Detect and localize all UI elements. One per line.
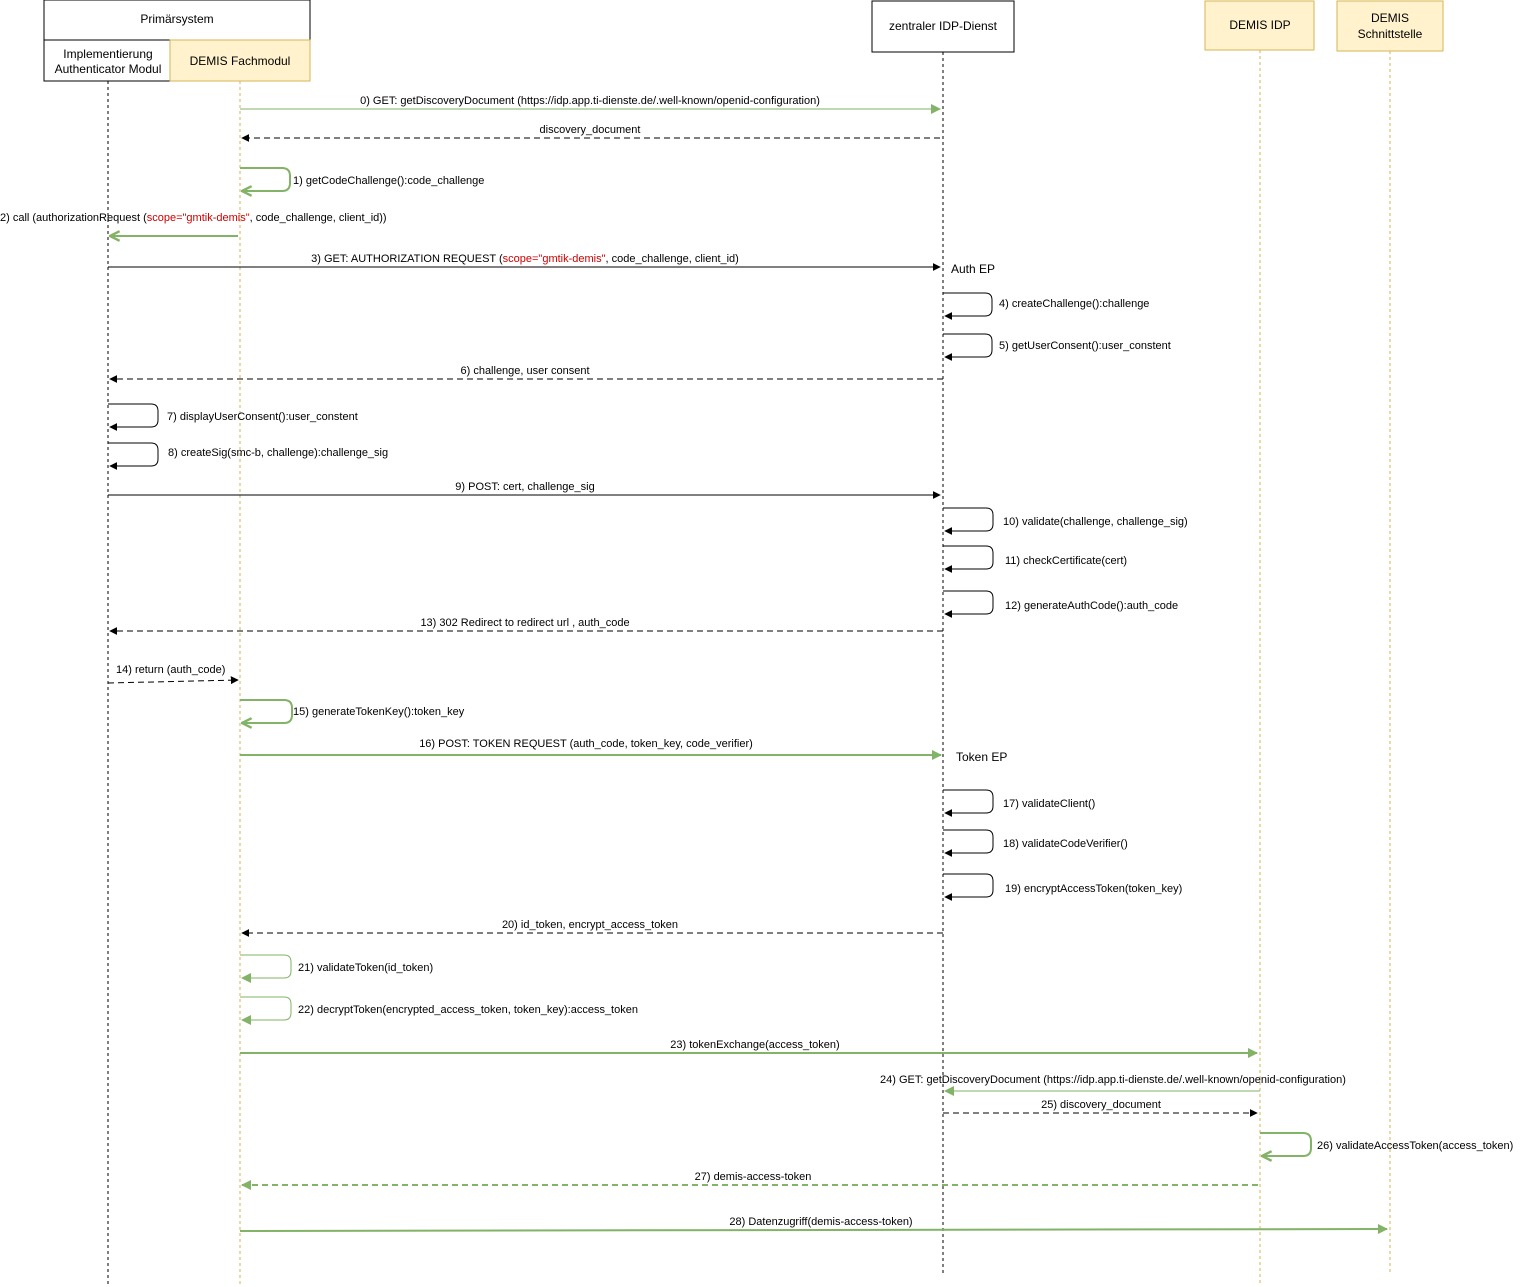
token-ep-label: Token EP	[956, 750, 1007, 764]
msg-0-reply-label: discovery_document	[540, 124, 641, 136]
msg-22-self-arrow	[240, 996, 292, 1025]
msg-10-self-arrow	[943, 507, 994, 535]
msg-12-self-arrow	[943, 590, 994, 618]
msg-3-label-pre: 3) GET: AUTHORIZATION REQUEST (	[311, 253, 503, 265]
participant-authenticator-modul: Implementierung Authenticator Modul	[43, 39, 171, 82]
msg-2-label: 2) call (authorizationRequest (scope="gm…	[0, 212, 387, 224]
participant-demis-idp: DEMIS IDP	[1204, 0, 1315, 51]
demis-fachmodul-label: DEMIS Fachmodul	[190, 54, 291, 68]
demis-schnittstelle-label-line2: Schnittstelle	[1358, 27, 1423, 41]
msg-11-self-arrow	[943, 545, 994, 573]
msg-3-label: 3) GET: AUTHORIZATION REQUEST (scope="gm…	[311, 253, 739, 265]
authenticator-modul-label-line2: Authenticator Modul	[55, 62, 162, 76]
msg-23-label: 23) tokenExchange(access_token)	[670, 1039, 839, 1051]
msg-25-label: 25) discovery_document	[1041, 1099, 1161, 1111]
msg-16-label: 16) POST: TOKEN REQUEST (auth_code, toke…	[419, 738, 753, 750]
msg-20-label: 20) id_token, encrypt_access_token	[502, 919, 678, 931]
msg-7-label: 7) displayUserConsent():user_constent	[167, 411, 358, 423]
msg-0-label: 0) GET: getDiscoveryDocument (https://id…	[360, 95, 820, 107]
msg-6-label: 6) challenge, user consent	[460, 365, 589, 377]
msg-1-self-arrow	[240, 167, 291, 191]
msg-9-label: 9) POST: cert, challenge_sig	[455, 481, 594, 493]
msg-15-self-arrow	[240, 699, 293, 723]
participant-zentraler-idp-dienst: zentraler IDP-Dienst	[871, 0, 1015, 53]
msg-7-self-arrow	[108, 403, 159, 431]
msg-26-label: 26) validateAccessToken(access_token)	[1317, 1140, 1513, 1152]
msg-3-label-scope: scope="gmtik-demis"	[503, 253, 606, 265]
msg-14-arrow	[107, 676, 239, 685]
msg-19-label: 19) encryptAccessToken(token_key)	[1005, 883, 1182, 895]
msg-4-label: 4) createChallenge():challenge	[999, 298, 1149, 310]
participant-demis-fachmodul: DEMIS Fachmodul	[169, 39, 311, 82]
msg-17-self-arrow	[943, 789, 994, 817]
lifelines	[107, 50, 1391, 1285]
zentraler-idp-dienst-label: zentraler IDP-Dienst	[889, 19, 998, 33]
msg-27-label: 27) demis-access-token	[695, 1171, 812, 1183]
msg-8-self-arrow	[108, 442, 159, 470]
msg-2-label-post: , code_challenge, client_id))	[250, 212, 387, 224]
msg-10-label: 10) validate(challenge, challenge_sig)	[1003, 516, 1188, 528]
msg-18-label: 18) validateCodeVerifier()	[1003, 838, 1128, 850]
msg-28-arrow	[239, 1224, 1388, 1235]
primaersystem-label: Primärsystem	[140, 12, 213, 26]
msg-17-label: 17) validateClient()	[1003, 798, 1095, 810]
msg-8-label: 8) createSig(smc-b, challenge):challenge…	[168, 447, 388, 459]
msg-11-label: 11) checkCertificate(cert)	[1005, 555, 1127, 567]
demis-idp-label: DEMIS IDP	[1229, 18, 1290, 32]
msg-15-label: 15) generateTokenKey():token_key	[293, 706, 465, 718]
demis-schnittstelle-label-line1: DEMIS	[1371, 11, 1409, 25]
msg-24-label: 24) GET: getDiscoveryDocument (https://i…	[880, 1074, 1346, 1086]
msg-12-label: 12) generateAuthCode():auth_code	[1005, 600, 1178, 612]
msg-5-self-arrow	[943, 333, 993, 361]
msg-4-self-arrow	[943, 292, 993, 320]
participant-demis-schnittstelle: DEMIS Schnittstelle	[1336, 0, 1444, 52]
msg-21-label: 21) validateToken(id_token)	[298, 962, 433, 974]
authenticator-modul-label-line1: Implementierung	[63, 47, 152, 61]
msg-3-label-post: , code_challenge, client_id)	[606, 253, 739, 265]
msg-22-label: 22) decryptToken(encrypted_access_token,…	[298, 1004, 638, 1016]
msg-19-self-arrow	[943, 873, 994, 901]
msg-13-label: 13) 302 Redirect to redirect url , auth_…	[420, 617, 629, 629]
msg-2-label-scope: scope="gmtik-demis"	[147, 212, 250, 224]
msg-26-self-arrow	[1260, 1132, 1312, 1156]
msg-14-label: 14) return (auth_code)	[116, 664, 225, 676]
msg-5-label: 5) getUserConsent():user_constent	[999, 340, 1171, 352]
msg-21-self-arrow	[240, 954, 292, 983]
msg-1-label: 1) getCodeChallenge():code_challenge	[293, 175, 484, 187]
msg-2-label-pre: 2) call (authorizationRequest (	[0, 212, 147, 224]
auth-ep-label: Auth EP	[951, 262, 995, 276]
msg-28-label: 28) Datenzugriff(demis-access-token)	[729, 1216, 912, 1228]
participant-primaersystem: Primärsystem	[43, 0, 311, 41]
msg-18-self-arrow	[943, 829, 994, 857]
